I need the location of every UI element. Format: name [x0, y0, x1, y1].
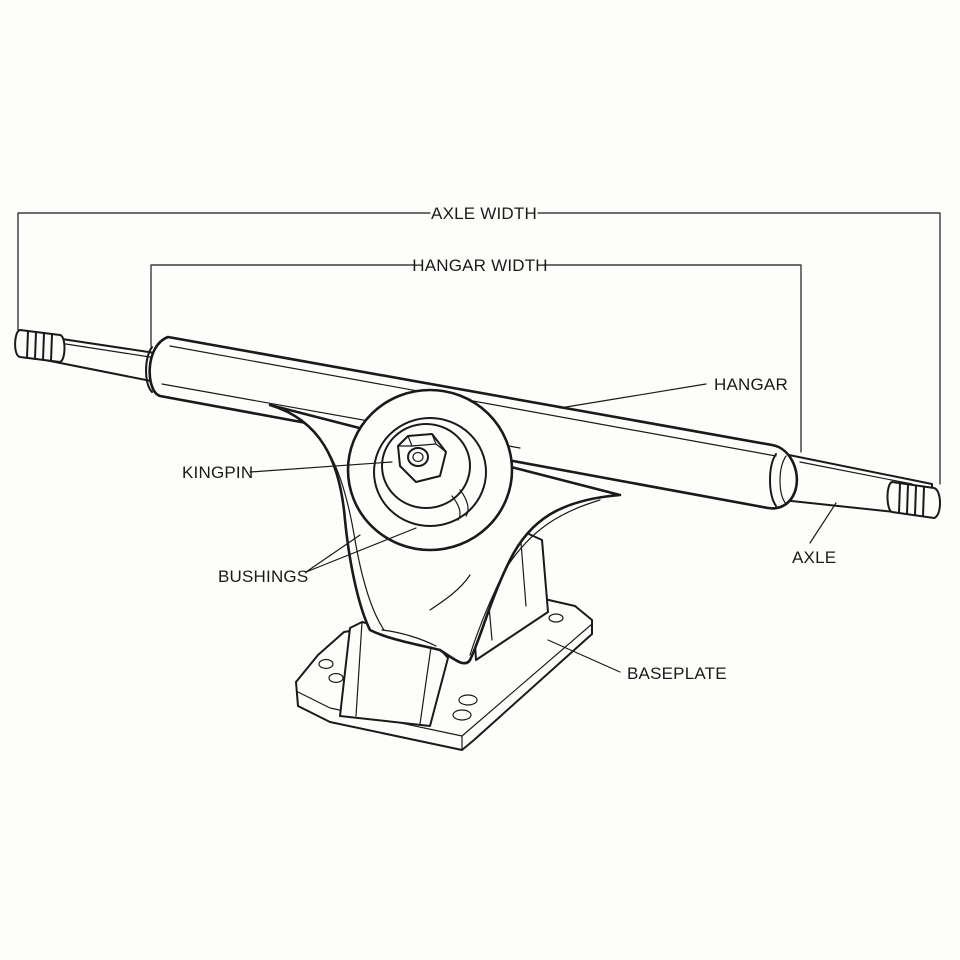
- leader-hangar: [559, 383, 707, 409]
- axle: [14, 329, 941, 519]
- label-hangar: HANGAR: [714, 375, 788, 394]
- label-axle: AXLE: [792, 548, 836, 567]
- label-hangar-width: HANGAR WIDTH: [412, 256, 548, 275]
- leader-bushings-b: [305, 527, 417, 573]
- mounting-hole: [452, 709, 472, 721]
- label-kingpin: KINGPIN: [182, 463, 253, 482]
- mounting-hole: [318, 658, 334, 670]
- label-baseplate: BASEPLATE: [627, 664, 727, 683]
- mounting-hole: [548, 613, 564, 623]
- axle-thread-right: [886, 481, 941, 519]
- leader-baseplate: [547, 639, 621, 673]
- leader-axle: [809, 502, 837, 544]
- axle-width-bracket: [17, 212, 941, 485]
- label-axle-width: AXLE WIDTH: [431, 204, 537, 223]
- leader-kingpin: [249, 461, 393, 473]
- hangar-width-bracket: [150, 264, 802, 453]
- mounting-hole: [458, 694, 478, 706]
- leader-lines: [249, 383, 837, 673]
- kingpin-head: [407, 447, 429, 467]
- mounting-hole: [328, 672, 344, 684]
- axle-thread-left: [14, 329, 66, 363]
- kingpin: [397, 433, 447, 483]
- label-bushings: BUSHINGS: [218, 567, 308, 586]
- leader-bushings-a: [305, 534, 361, 573]
